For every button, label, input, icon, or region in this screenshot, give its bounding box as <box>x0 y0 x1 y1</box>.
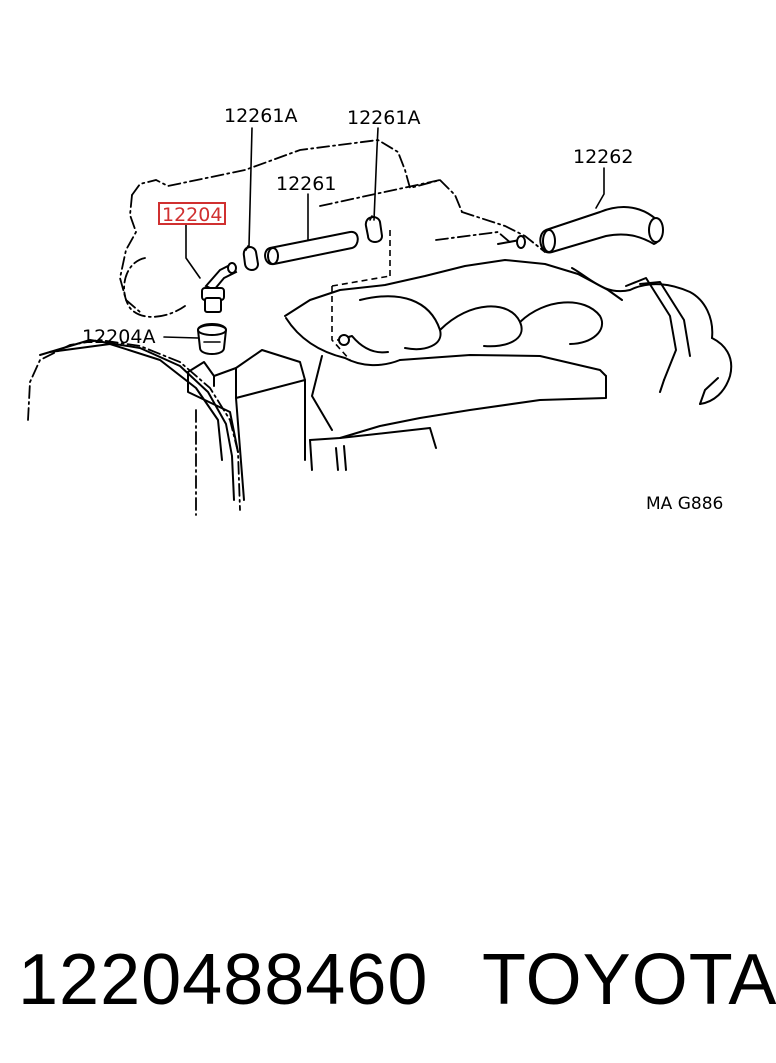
callout-hose: 12261 <box>276 173 336 195</box>
lower-cylinder-head <box>309 427 437 471</box>
callout-pcv-valve-highlighted[interactable]: 12204 <box>158 202 226 226</box>
part-number: 1220488460 <box>18 940 429 1020</box>
callout-clamp-right: 12261A <box>347 107 420 129</box>
brand-name: TOYOTA <box>482 940 776 1020</box>
callout-hose-right: 12262 <box>573 146 633 168</box>
leader-lines <box>163 127 605 339</box>
manifold-nipple <box>497 235 526 249</box>
grommet-12204a <box>196 323 228 355</box>
throttle-body-area <box>571 267 733 405</box>
manifold-vacuum-fitting <box>337 334 389 354</box>
ventilation-hose-12261 <box>264 230 359 266</box>
part-footer: 1220488460 TOYOTA <box>0 925 776 1035</box>
callout-clamp-left: 12261A <box>224 105 297 127</box>
timing-belt-cover <box>27 339 241 516</box>
callout-grommet: 12204A <box>82 326 155 348</box>
pcv-valve-12204 <box>201 262 238 313</box>
engine-pcv-diagram: 12261A 12261A 12261 12262 12204 12204A M… <box>27 105 733 516</box>
callout-pcv-valve: 12204 <box>162 204 222 226</box>
highlight-box <box>158 202 226 225</box>
ventilation-hose-12262 <box>539 206 664 254</box>
oil-filler-opening <box>123 257 186 318</box>
valve-cover-front-block <box>187 349 306 501</box>
hose-clamp-left-12261a <box>242 245 260 271</box>
intake-manifold <box>284 230 623 441</box>
diagram-reference-code: MA G886 <box>646 494 723 514</box>
hose-clamp-right-12261a <box>364 215 384 243</box>
